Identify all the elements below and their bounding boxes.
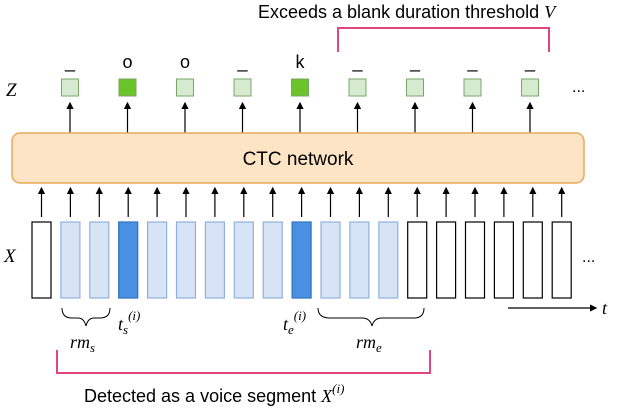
output-symbol: k (296, 52, 306, 72)
rms-brace (61, 307, 111, 327)
output-symbol: o (122, 52, 132, 72)
input-frame-seg (262, 221, 283, 299)
input-frame-none (493, 221, 514, 299)
output-symbol: _ (64, 52, 76, 73)
rms-label: rms (70, 332, 95, 355)
output-symbol: _ (524, 52, 536, 73)
output-box-blank (348, 78, 367, 97)
top-ellipsis: ... (572, 79, 585, 96)
input-frame-rm (378, 221, 399, 299)
output-symbol: o (180, 52, 190, 72)
input-frame-seg (175, 221, 197, 299)
input-frame-none (407, 221, 428, 299)
input-frame-none (464, 221, 486, 299)
output-box-blank (176, 78, 194, 97)
time-axis-label: t (602, 298, 608, 318)
rme-label: rme (356, 332, 382, 355)
input-arrows (37, 186, 566, 217)
input-frame-rm (60, 221, 81, 299)
input-frame-none (522, 221, 543, 299)
ctc-network-box (11, 132, 585, 184)
output-sequence: _ o o _ k _ _ _ _ (61, 52, 539, 133)
ts-label: ts(i) (118, 308, 140, 337)
input-frame-seg (147, 221, 168, 299)
input-frame-seg (233, 221, 254, 299)
output-box-blank (521, 78, 539, 97)
detected-label: Detected as a voice segment X(i) (84, 381, 344, 406)
input-frames (31, 221, 572, 299)
input-frame-boundary (291, 221, 312, 299)
rme-brace (317, 307, 425, 327)
output-box-blank (233, 78, 252, 97)
x-label: X (3, 246, 17, 267)
input-frame-rm (349, 221, 370, 299)
input-frame-boundary (118, 221, 139, 299)
input-frame-none (436, 221, 457, 299)
output-box-blank (61, 78, 79, 97)
te-label: te(i) (283, 308, 306, 337)
output-symbol: _ (351, 52, 363, 73)
output-box-blank (463, 78, 482, 97)
threshold-label: Exceeds a blank duration threshold V (258, 2, 557, 22)
ctc-network-label: CTC network (243, 149, 354, 170)
input-frame-none (31, 221, 52, 299)
detected-bracket (56, 350, 431, 374)
output-symbol: _ (466, 52, 478, 73)
bottom-ellipsis: ... (582, 249, 595, 266)
output-box-emitted (118, 78, 137, 97)
output-symbol: _ (409, 52, 421, 73)
input-frame-seg (204, 221, 225, 299)
z-label: Z (6, 80, 17, 101)
output-symbol: _ (236, 52, 248, 73)
input-frame-rm (89, 221, 110, 299)
threshold-bracket (337, 27, 550, 52)
input-frame-none (551, 221, 572, 299)
output-box-emitted (291, 78, 309, 97)
input-frame-rm (320, 221, 341, 299)
output-box-blank (406, 78, 424, 97)
